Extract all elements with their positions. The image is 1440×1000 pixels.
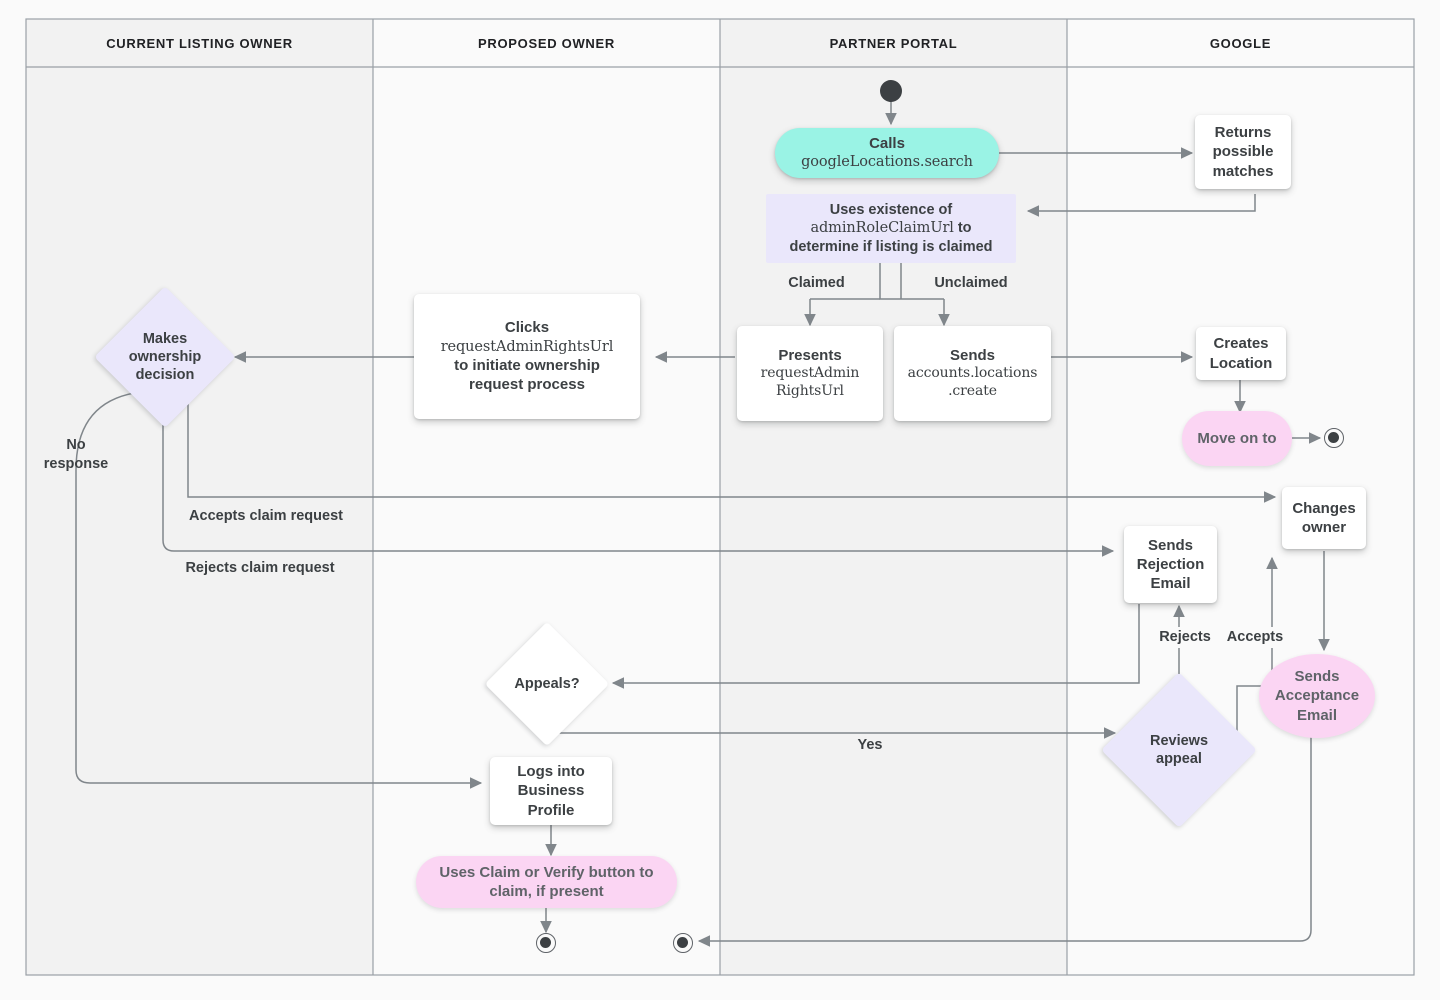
clicks-request-admin-rights-url[interactable]: Clicks requestAdminRightsUrl to initiate… — [414, 294, 640, 419]
edge-label-rejects-claim-request: Rejects claim request — [170, 558, 350, 579]
end-node-google — [1324, 428, 1344, 448]
makes-ownership-decision-label: Makes ownership decision — [128, 330, 202, 384]
end-node-proposed-owner — [536, 933, 556, 953]
appeals-decision[interactable]: Appeals? — [484, 621, 610, 747]
makes-ownership-decision[interactable]: Makes ownership decision — [94, 286, 236, 428]
node-line-2: googleLocations.search — [801, 154, 973, 171]
node-line-2: accounts.locations — [907, 365, 1038, 382]
edge-label-no-response: No response — [43, 437, 109, 472]
logs-into-business-profile[interactable]: Logs into Business Profile — [490, 757, 612, 825]
edge-label-claimed: Claimed — [788, 275, 845, 291]
reviews-appeal[interactable]: Reviews appeal — [1101, 672, 1257, 828]
lane-header-label: PARTNER PORTAL — [829, 35, 958, 51]
uses-claim-or-verify-button[interactable]: Uses Claim or Verify button to claim, if… — [416, 856, 677, 908]
node-line-3: .create — [948, 383, 997, 400]
returns-possible-matches[interactable]: Returns possible matches — [1195, 115, 1291, 189]
node-line-2: requestAdminRightsUrl — [440, 338, 614, 355]
uses-existence-of-admin-role-claim-url: Uses existence of adminRoleClaimUrl to d… — [766, 194, 1016, 263]
lane-header-partner-portal: PARTNER PORTAL — [720, 19, 1067, 67]
node-line-2: requestAdmin — [760, 365, 860, 382]
lane-header-google: GOOGLE — [1067, 19, 1414, 67]
sends-rejection-email[interactable]: Sends Rejection Email — [1124, 526, 1217, 603]
sends-acceptance-email[interactable]: Sends Acceptance Email — [1259, 654, 1375, 738]
appeals-decision-label: Appeals? — [514, 675, 580, 692]
lane-header-label: GOOGLE — [1209, 35, 1272, 51]
node-line-1: Presents — [778, 347, 842, 364]
edge-label-yes: Yes — [848, 735, 892, 756]
lane-header-current-listing-owner: CURRENT LISTING OWNER — [26, 19, 373, 67]
edge-label-unclaimed: Unclaimed — [934, 275, 1008, 291]
node-line-3: to initiate ownership — [454, 357, 600, 375]
node-line-4: request process — [469, 376, 585, 394]
creates-location[interactable]: Creates Location — [1196, 327, 1286, 380]
changes-owner[interactable]: Changes owner — [1282, 487, 1366, 549]
node-line-1: Uses existence of — [829, 201, 953, 218]
node-line-1: Sends — [949, 347, 995, 364]
node-line-2: adminRoleClaimUrl to — [810, 219, 971, 238]
lane-header-label: PROPOSED OWNER — [478, 35, 615, 51]
move-on-to[interactable]: Move on to — [1182, 411, 1292, 466]
reviews-appeal-label: Reviews appeal — [1149, 732, 1209, 767]
node-line-1: Uses Claim or Verify button to — [439, 863, 654, 881]
edge-label-accepts: Accepts — [1220, 627, 1290, 648]
node-line-1: Clicks — [504, 319, 550, 337]
lane-header-proposed-owner: PROPOSED OWNER — [373, 19, 720, 67]
node-line-3: RightsUrl — [776, 383, 844, 400]
node-line-2-suffix: to — [953, 220, 972, 237]
end-node-partner-portal — [673, 933, 693, 953]
edge-label-rejects: Rejects — [1152, 627, 1218, 648]
node-line-1: Calls — [869, 135, 905, 153]
node-line-3: determine if listing is claimed — [789, 238, 993, 255]
lane-header-label: CURRENT LISTING OWNER — [106, 35, 293, 51]
sends-accounts-locations-create[interactable]: Sends accounts.locations .create — [894, 326, 1051, 421]
presents-request-admin-rights-url[interactable]: Presents requestAdmin RightsUrl — [737, 326, 883, 421]
start-node — [880, 80, 902, 102]
edge-label-accepts-claim-request: Accepts claim request — [176, 506, 356, 527]
calls-google-locations-search[interactable]: Calls googleLocations.search — [775, 128, 999, 178]
code-admin-role-claim-url: adminRoleClaimUrl — [810, 220, 954, 237]
node-line-2: claim, if present — [489, 883, 604, 900]
